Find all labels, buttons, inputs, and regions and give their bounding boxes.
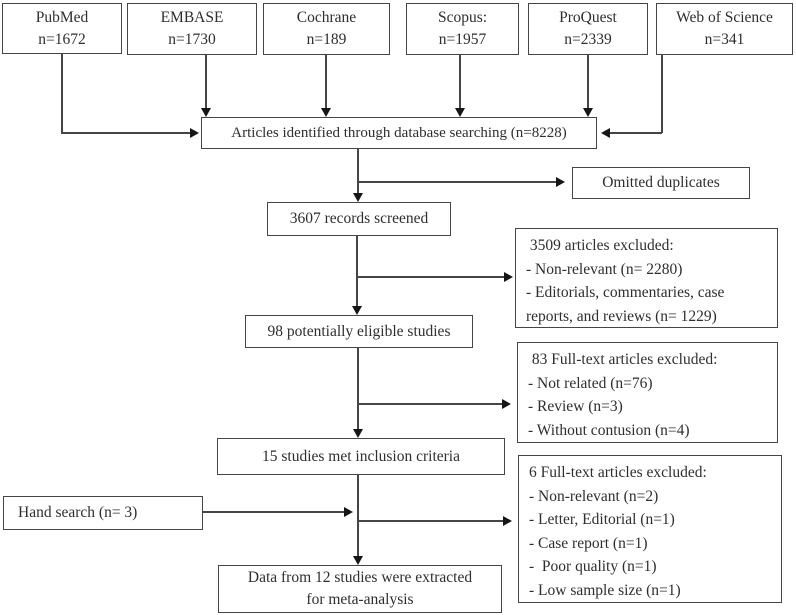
identified-label: Articles identified through database sea… xyxy=(231,124,567,141)
source-count: n=189 xyxy=(306,31,347,48)
fulltext-excluded-title: 83 Full-text articles excluded: xyxy=(528,351,718,368)
fulltext-excluded-item: - Without contusion (n=4) xyxy=(528,421,690,439)
screening-excluded-item: - Editorials, commentaries, case reports… xyxy=(526,284,729,325)
omitted-duplicates-box: Omitted duplicates xyxy=(572,167,750,199)
hand-search-box: Hand search (n= 3) xyxy=(3,496,203,530)
connector-line xyxy=(459,55,461,108)
arrow-right-icon xyxy=(556,177,565,187)
screening-excluded-item: - Non-relevant (n= 2280) xyxy=(526,260,683,278)
final-excluded-title: 6 Full-text articles excluded: xyxy=(529,464,707,481)
source-count: n=2339 xyxy=(564,31,612,48)
meta-analysis-box: Data from 12 studies were extracted for … xyxy=(218,565,502,613)
final-excluded-item: - Case report (n=1) xyxy=(529,534,648,552)
source-count: n=1672 xyxy=(38,30,86,48)
arrow-right-icon xyxy=(503,516,512,526)
final-excluded-item: - Letter, Editorial (n=1) xyxy=(529,511,675,528)
source-box-scopus: Scopus: n=1957 xyxy=(406,3,519,55)
screening-excluded-title: 3509 articles excluded: xyxy=(526,237,674,254)
source-count: n=1957 xyxy=(438,31,487,48)
arrow-down-icon xyxy=(353,193,363,202)
source-count: n=341 xyxy=(704,31,745,48)
source-box-pubmed: PubMed n=1672 xyxy=(2,3,122,54)
final-excluded-item: - Poor quality (n=1) xyxy=(529,558,657,575)
connector-line xyxy=(610,132,662,134)
connector-line xyxy=(587,55,589,108)
arrow-down-icon xyxy=(201,108,211,117)
connector-line xyxy=(357,520,503,522)
source-name: Cochrane xyxy=(296,9,357,26)
connector-line xyxy=(661,55,663,133)
source-name: ProQuest xyxy=(559,9,617,26)
fulltext-excluded-box: 83 Full-text articles excluded: - Not re… xyxy=(517,342,778,443)
eligible-studies-box: 98 potentially eligible studies xyxy=(245,315,473,348)
arrow-down-icon xyxy=(455,108,465,117)
connector-line xyxy=(203,511,344,513)
arrow-down-icon xyxy=(352,306,362,315)
connector-line xyxy=(205,55,207,108)
source-name: Web of Science xyxy=(676,9,773,26)
arrow-down-icon xyxy=(321,108,331,117)
source-box-web-of-science: Web of Science n=341 xyxy=(656,3,793,55)
inclusion-criteria-box: 15 studies met inclusion criteria xyxy=(217,438,505,475)
arrow-down-icon xyxy=(353,429,363,438)
final-excluded-item: - Non-relevant (n=2) xyxy=(529,487,659,505)
fulltext-excluded-item: - Review (n=3) xyxy=(528,398,623,415)
meta-analysis-label-line2: for meta-analysis xyxy=(306,591,414,608)
arrow-right-icon xyxy=(504,272,513,282)
screening-excluded-box: 3509 articles excluded: - Non-relevant (… xyxy=(515,228,778,328)
source-name: EMBASE xyxy=(160,9,224,26)
hand-search-label: Hand search (n= 3) xyxy=(18,504,138,521)
arrow-right-icon xyxy=(502,399,511,409)
connector-line xyxy=(356,236,358,307)
connector-line xyxy=(325,55,327,108)
connector-line xyxy=(357,149,359,194)
arrow-down-icon xyxy=(353,556,363,565)
arrow-down-icon xyxy=(583,108,593,117)
arrow-left-icon xyxy=(601,128,610,138)
connector-line xyxy=(357,475,359,557)
source-name: Scopus: xyxy=(437,9,488,26)
omitted-duplicates-label: Omitted duplicates xyxy=(602,174,720,191)
records-screened-label: 3607 records screened xyxy=(289,210,429,227)
source-count: n=1730 xyxy=(168,31,216,48)
meta-analysis-label-line1: Data from 12 studies were extracted xyxy=(247,569,473,586)
connector-line xyxy=(357,348,359,430)
eligible-studies-label: 98 potentially eligible studies xyxy=(267,322,451,340)
arrow-right-icon xyxy=(190,128,199,138)
fulltext-excluded-item: - Not related (n=76) xyxy=(528,374,653,392)
source-name: PubMed xyxy=(35,8,89,26)
identified-box: Articles identified through database sea… xyxy=(201,117,597,149)
connector-line xyxy=(61,54,63,133)
source-box-cochrane: Cochrane n=189 xyxy=(263,3,390,55)
connector-line xyxy=(357,181,556,183)
connector-line xyxy=(357,403,502,405)
final-excluded-box: 6 Full-text articles excluded: - Non-rel… xyxy=(518,455,782,603)
connector-line xyxy=(356,276,504,278)
connector-line xyxy=(61,132,190,134)
records-screened-box: 3607 records screened xyxy=(267,202,451,236)
final-excluded-item: - Low sample size (n=1) xyxy=(529,581,681,599)
arrow-right-icon xyxy=(344,507,353,517)
inclusion-criteria-label: 15 studies met inclusion criteria xyxy=(261,447,460,465)
source-box-embase: EMBASE n=1730 xyxy=(127,3,257,55)
source-box-proquest: ProQuest n=2339 xyxy=(528,3,648,55)
